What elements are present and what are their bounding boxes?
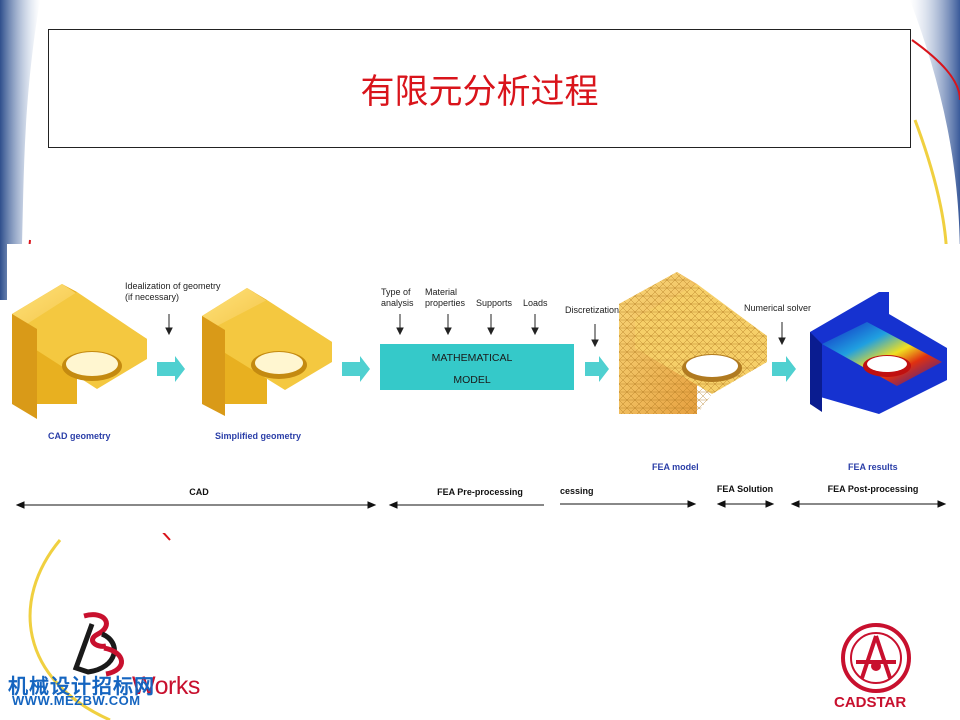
annotation-numerical-solver: Numerical solver [744,303,811,313]
site-url: WWW.MEZBW.COM [12,693,141,708]
fea-model-part [619,272,767,414]
caption-cad-geometry: CAD geometry [48,431,111,441]
flow-arrow-3 [585,356,609,382]
phase-solution: FEA Solution [717,484,773,494]
fea-results-part [810,292,947,414]
title-box: 有限元分析过程 [48,29,911,148]
slide-title: 有限元分析过程 [360,72,599,112]
flow-arrow-2 [342,356,370,382]
phase-pre-processing-cont: cessing [560,486,594,496]
solidworks-logo [72,612,124,677]
phase-cad: CAD [189,487,209,497]
caption-simplified-geometry: Simplified geometry [215,431,301,441]
phase-pre-processing: FEA Pre-processing [437,487,523,497]
annotation-loads: Loads [523,298,548,308]
flow-arrow-4 [772,356,796,382]
annotation-material-1: Material [425,287,457,297]
right-red-arc [911,39,960,101]
phase-span-arrows [15,500,947,509]
math-model-line2: MODEL [453,374,491,386]
right-blue-swoosh [910,0,960,260]
math-model-line1: MATHEMATICAL [432,352,513,364]
annotation-idealization-2: (if necessary) [125,292,179,302]
caption-fea-model: FEA model [652,462,699,472]
annotation-idealization-1: Idealization of geometry [125,281,221,291]
caption-fea-results: FEA results [848,462,898,472]
fea-process-diagram: MATHEMATICAL MODEL Idealization of geome… [7,244,960,533]
annotation-discretization: Discretization [565,305,619,315]
cad-geometry-part [12,284,147,419]
annotation-material-2: properties [425,298,466,308]
mathematical-model-box [380,344,574,390]
flow-arrows [157,356,796,382]
annotation-type-1: Type of [381,287,411,297]
left-yellow-arc [28,539,111,720]
simplified-geometry-part [202,288,332,416]
site-name: 机械设计招标网 [8,674,155,698]
diagram-canvas: MATHEMATICAL MODEL Idealization of geome… [12,272,947,509]
solidworks-text: Works [132,672,200,700]
down-arrows [165,314,786,348]
cadstar-logo [841,623,911,693]
left-blue-swoosh [0,0,40,300]
annotation-type-2: analysis [381,298,414,308]
annotation-supports: Supports [476,298,513,308]
phase-post-processing: FEA Post-processing [828,484,919,494]
cadstar-text: CADSTAR [834,694,907,711]
flow-arrow-1 [157,356,185,382]
